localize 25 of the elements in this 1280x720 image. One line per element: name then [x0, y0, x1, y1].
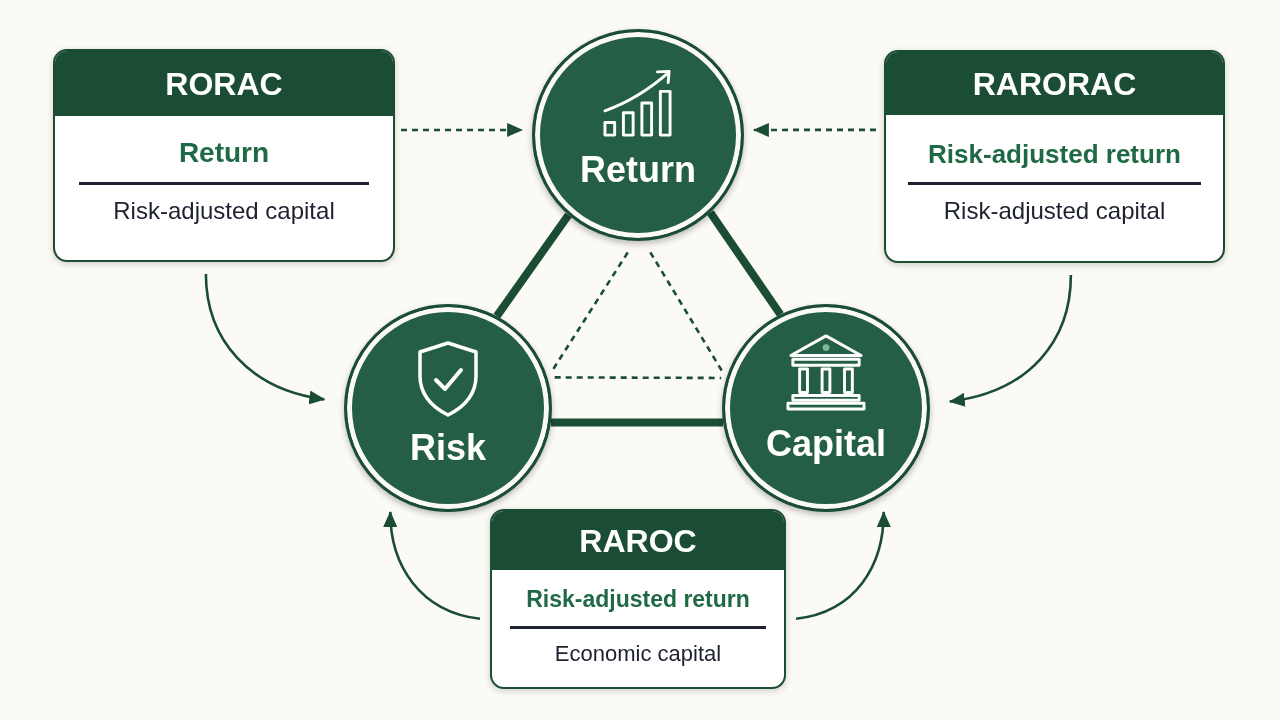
curved-arrow [795, 511, 891, 621]
dashed-arrow [401, 122, 524, 137]
title-bar: RARORAC [886, 52, 1223, 115]
formula-card [884, 50, 1225, 263]
numerator-text: Risk-adjusted return [526, 586, 750, 614]
dashed-arrow [752, 122, 876, 137]
denominator-text: Risk-adjusted capital [113, 196, 335, 226]
curved-arrow [383, 511, 481, 621]
circle-label: Capital [766, 422, 886, 466]
dashed-line [554, 376, 722, 380]
title-bar: RORAC [55, 51, 393, 116]
curved-arrow [204, 273, 326, 404]
connector-line [493, 212, 572, 319]
formula-card [490, 509, 786, 689]
numerator-text: Return [178, 136, 270, 170]
connector-line [551, 418, 723, 427]
circle-label: Return [580, 148, 696, 192]
connector-line [707, 210, 784, 317]
title-bar: RAROC [492, 511, 784, 570]
denominator-text: Economic capital [554, 640, 722, 667]
curved-arrow [948, 274, 1073, 406]
formula-card [53, 49, 395, 262]
circle-label: Risk [409, 426, 486, 470]
numerator-text: Risk-adjusted return [928, 139, 1181, 171]
denominator-text: Risk-adjusted capital [943, 197, 1166, 226]
